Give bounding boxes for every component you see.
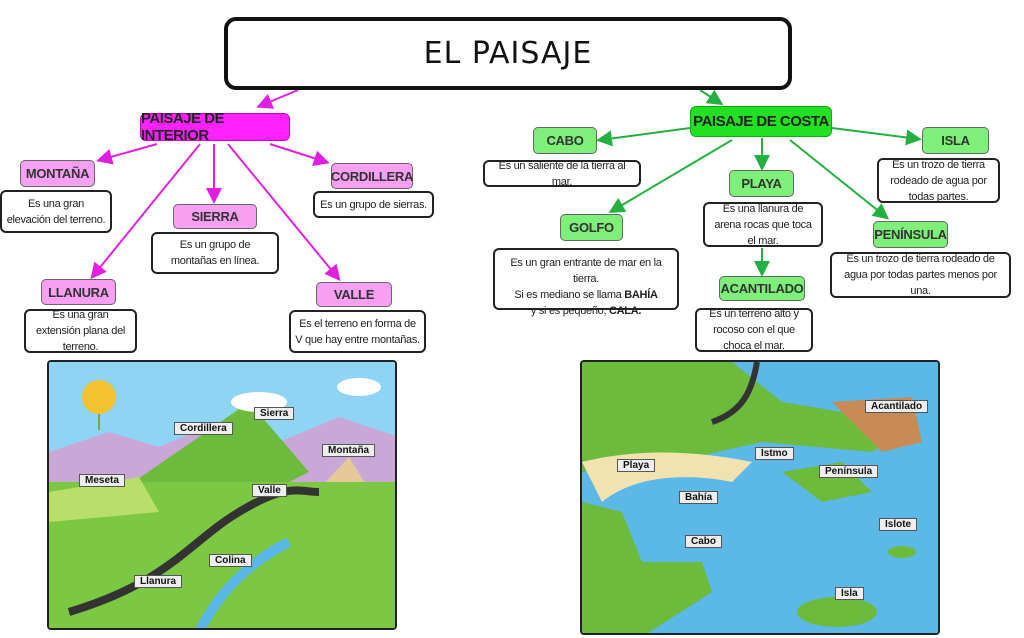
golfo-line1: Es un gran entrante de mar en la tierra.	[510, 257, 662, 285]
golfo-line2: Si es mediano se llama	[514, 289, 625, 301]
golfo-bahia: BAHÍA	[624, 289, 658, 301]
desc-isla: Es un trozo de tierra rodeado de agua po…	[877, 158, 1000, 203]
tag-valle: Valle	[252, 484, 287, 497]
label-cordillera: CORDILLERA	[331, 163, 413, 189]
label-llanura: LLANURA	[41, 279, 116, 305]
tag-sierra: Sierra	[254, 407, 295, 420]
tag-bahia: Bahía	[679, 491, 719, 504]
tag-cabo: Cabo	[685, 535, 722, 548]
label-cabo: CABO	[533, 127, 597, 154]
tag-cordillera: Cordillera	[174, 422, 233, 435]
tag-isla: Isla	[835, 587, 864, 600]
label-playa: PLAYA	[729, 170, 794, 197]
tag-llanura: Llanura	[134, 575, 183, 588]
hub-paisaje-interior: PAISAJE DE INTERIOR	[140, 110, 290, 144]
tag-montana: Montaña	[322, 444, 376, 457]
desc-valle: Es el terreno en forma de V que hay entr…	[289, 310, 426, 353]
tag-acantilado: Acantilado	[865, 400, 929, 413]
desc-golfo: Es un gran entrante de mar en la tierra.…	[493, 248, 679, 317]
label-peninsula: PENÍNSULA	[873, 221, 948, 248]
label-isla: ISLA	[922, 127, 989, 154]
interior-landscape-image: Sierra Cordillera Montaña Meseta Valle C…	[47, 360, 397, 630]
label-golfo: GOLFO	[560, 214, 623, 241]
desc-cordillera: Es un grupo de sierras.	[313, 191, 434, 218]
hub-paisaje-costa: PAISAJE DE COSTA	[690, 106, 832, 137]
desc-acantilado: Es un terreno alto y rocoso con el que c…	[695, 308, 813, 352]
tag-islote: Islote	[879, 518, 918, 531]
golfo-cala: CALA.	[608, 305, 642, 317]
label-valle: VALLE	[316, 282, 392, 307]
desc-llanura: Es una gran extensión plana del terreno.	[24, 309, 137, 353]
tag-playa: Playa	[617, 459, 656, 472]
label-montana: MONTAÑA	[20, 160, 95, 187]
tag-colina: Colina	[209, 554, 252, 567]
desc-peninsula: Es un trozo de tierra rodeado de agua po…	[830, 252, 1011, 298]
label-sierra: SIERRA	[173, 204, 257, 229]
coast-landscape-image: Acantilado Playa Istmo Península Bahía I…	[580, 360, 940, 635]
interior-landscape-illustration	[49, 362, 395, 628]
desc-sierra: Es un grupo de montañas en línea.	[151, 232, 279, 274]
tag-istmo: Istmo	[755, 447, 794, 460]
golfo-line3: y si es pequeño,	[530, 305, 609, 317]
tag-peninsula: Península	[819, 465, 879, 478]
desc-cabo: Es un saliente de la tierra al mar.	[483, 160, 641, 188]
desc-playa: Es una llanura de arena rocas que toca e…	[703, 202, 823, 247]
page-title: EL PAISAJE	[224, 17, 792, 90]
desc-montana: Es una gran elevación del terreno.	[0, 190, 112, 233]
tag-meseta: Meseta	[79, 474, 125, 487]
label-acantilado: ACANTILADO	[719, 276, 805, 301]
